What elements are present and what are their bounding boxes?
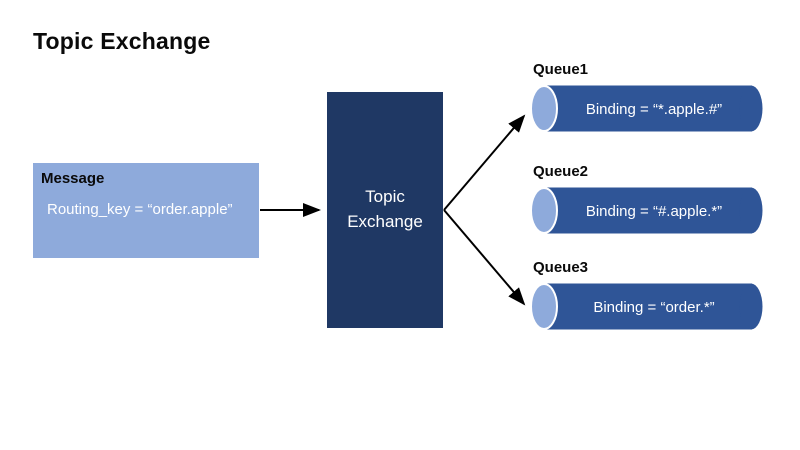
- queue-cylinder: Binding = “*.apple.#”: [530, 85, 763, 132]
- queue-cap: [530, 187, 558, 234]
- queue3-node: Queue3 Binding = “order.*”: [530, 259, 763, 330]
- queue-body: [544, 283, 752, 330]
- queue-label: Queue2: [533, 163, 589, 180]
- queue-cap: [530, 85, 558, 132]
- queue-body-end: [739, 85, 763, 132]
- queue-cylinder: Binding = “order.*”: [530, 283, 763, 330]
- queue-cap: [530, 283, 558, 330]
- queue-label: Queue3: [533, 259, 589, 276]
- message-routing-key: Routing_key = “order.apple”: [47, 201, 233, 218]
- queue-label: Queue1: [533, 61, 589, 78]
- page-title: Topic Exchange: [33, 28, 211, 54]
- exchange-node: Topic Exchange: [327, 92, 443, 328]
- queue-body: [544, 187, 752, 234]
- queue2-node: Queue2 Binding = “#.apple.*”: [530, 163, 763, 234]
- message-node-title: Message: [41, 170, 105, 187]
- queue-cylinder: Binding = “#.apple.*”: [530, 187, 763, 234]
- arrow-exchange-to-queue3: [443, 209, 526, 306]
- exchange-node-label: Topic Exchange: [347, 187, 423, 231]
- queue-body: [544, 85, 752, 132]
- queue-binding: Binding = “*.apple.#”: [586, 101, 722, 118]
- message-node: Message Routing_key = “order.apple”: [33, 163, 259, 258]
- queue-body-end: [739, 187, 763, 234]
- queue-binding: Binding = “order.*”: [593, 299, 714, 316]
- queue-binding: Binding = “#.apple.*”: [586, 203, 722, 220]
- arrow-exchange-to-queue1: [443, 114, 526, 211]
- queue-body-end: [739, 283, 763, 330]
- queue1-node: Queue1 Binding = “*.apple.#”: [530, 61, 763, 132]
